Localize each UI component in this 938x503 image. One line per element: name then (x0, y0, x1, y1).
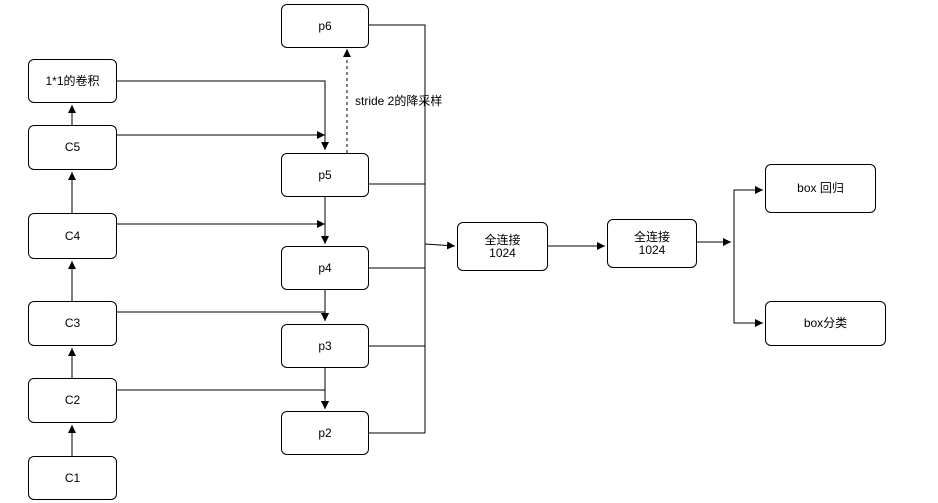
edge-conv-p5 (117, 80, 329, 150)
c5-node: C5 (28, 125, 117, 170)
edge-bus-fc1 (424, 241, 456, 250)
c1-node: C1 (28, 456, 117, 500)
p3-node: p3 (281, 324, 369, 368)
fc2-node: 全连接 1024 (607, 219, 697, 268)
p2-node: p2 (281, 411, 369, 455)
box-regression-node: box 回归 (765, 164, 876, 213)
conv-1x1-node: 1*1的卷积 (28, 59, 117, 103)
stride-downsample-label: stride 2的降采样 (355, 94, 443, 108)
c4-node: C4 (28, 213, 117, 259)
edge-c2-p2 (117, 389, 329, 409)
p5-node: p5 (281, 153, 369, 197)
p4-node: p4 (281, 246, 369, 290)
edge-split-box-cls (733, 242, 763, 327)
box-classification-node: box分类 (765, 301, 886, 346)
edge-p6-bus (368, 24, 426, 433)
p6-node: p6 (281, 4, 369, 48)
c3-node: C3 (28, 301, 117, 346)
fc1-node: 全连接 1024 (457, 222, 548, 271)
c2-node: C2 (28, 378, 117, 423)
edge-split-box-reg (733, 186, 763, 242)
edge-c3-p3 (117, 311, 329, 321)
